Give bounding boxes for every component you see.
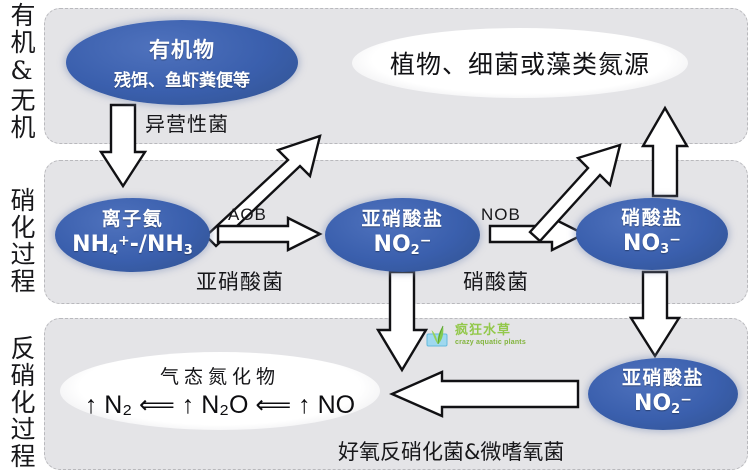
gaseous-title: 气态氮化物 [159, 366, 280, 388]
node-nitrite-bottom: 亚硝酸盐 NO2− [588, 358, 738, 430]
node-nitrate: 硝酸盐 NO3− [576, 198, 728, 270]
stage-label-nitrification: 硝化过程 [7, 186, 36, 295]
watermark-cn: 疯狂水草 [455, 323, 512, 338]
nitrite-formula: NO2− [373, 231, 432, 258]
ammonia-formula: NH4+-/NH3 [72, 231, 193, 258]
nitrate-formula: NO3− [623, 230, 681, 257]
nitrite-cn: 亚硝酸盐 [361, 207, 444, 230]
gaseous-chain: ↑ N₂ ⟸ ↑ N₂O ⟸ ↑ NO [84, 391, 356, 419]
nitrate-cn: 硝酸盐 [621, 206, 683, 229]
label-aob: AOB [228, 205, 267, 224]
label-nob: NOB [481, 205, 521, 224]
node-nitrite: 亚硝酸盐 NO2− [325, 198, 480, 272]
node-plant-nitrogen-source: 植物、细菌或藻类氮源 [352, 28, 688, 98]
stage-label-organic: 有机&无机 [7, 1, 36, 141]
organic-matter-line2: 残饵、鱼虾粪便等 [114, 71, 250, 91]
stage-label-denitrification: 反硝化过程 [7, 335, 36, 470]
watermark: 疯狂水草 crazy aquatic plants [425, 320, 575, 350]
watermark-text: 疯狂水草 crazy aquatic plants [455, 324, 526, 346]
node-organic-matter: 有机物 残饵、鱼虾粪便等 [66, 20, 298, 105]
label-nitrite-bacteria: 亚硝酸菌 [196, 270, 284, 294]
label-heterotrophic-bacteria: 异营性菌 [145, 112, 229, 136]
label-nitrate-bacteria: 硝酸菌 [463, 270, 529, 294]
node-ammonia: 离子氨 NH4+-/NH3 [55, 198, 210, 272]
node-gaseous-nitrogen: 气态氮化物 ↑ N₂ ⟸ ↑ N₂O ⟸ ↑ NO [60, 352, 380, 430]
label-denitrifying-bacteria: 好氧反硝化菌&微嗜氧菌 [338, 440, 565, 464]
nitrite-bottom-formula: NO2− [634, 390, 692, 417]
plant-source-label: 植物、细菌或藻类氮源 [389, 50, 650, 79]
watermark-en: crazy aquatic plants [455, 339, 526, 346]
organic-matter-line1: 有机物 [149, 38, 215, 62]
nitrite-bottom-cn: 亚硝酸盐 [621, 366, 704, 389]
leaf-logo-icon [425, 322, 451, 348]
ammonia-cn: 离子氨 [101, 207, 164, 230]
